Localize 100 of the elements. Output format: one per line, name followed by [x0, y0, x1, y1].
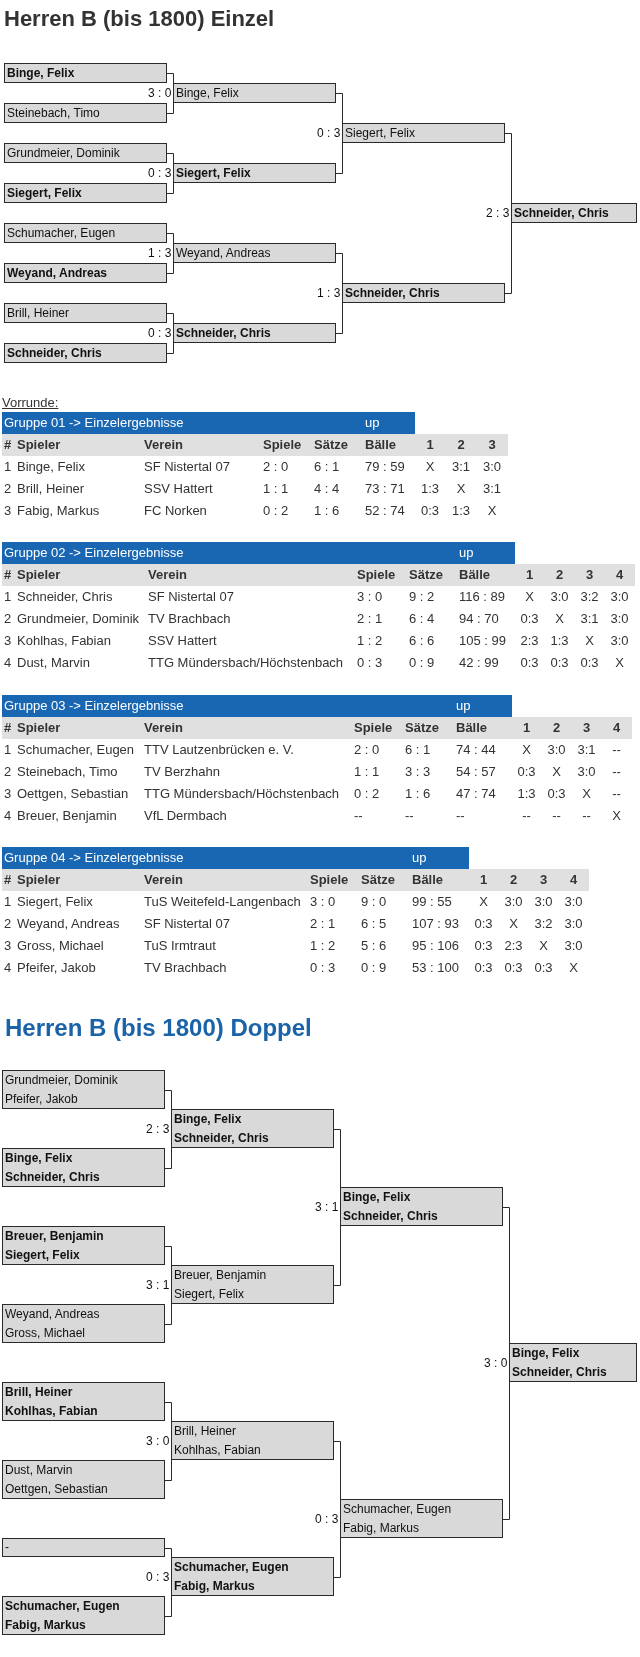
match-result: X — [456, 481, 466, 496]
rank-number: 3 — [4, 786, 12, 801]
match-result: -- — [582, 808, 591, 823]
column-header: Verein — [144, 872, 184, 887]
player-name: Pfeifer, Jakob — [17, 960, 96, 975]
match-score: 3 : 0 — [484, 1355, 508, 1371]
sets-score: 9 : 2 — [409, 589, 435, 604]
column-header: # — [4, 567, 12, 582]
match-result: 0:3 — [550, 655, 569, 670]
club-name: VfL Dermbach — [144, 808, 227, 823]
match-result: 3:0 — [610, 589, 629, 604]
player-name: Schneider, Chris — [343, 1207, 438, 1225]
match-result: -- — [612, 742, 621, 757]
games-score: 0 : 2 — [354, 786, 380, 801]
bracket-slot — [340, 1499, 503, 1538]
player-name: Binge, Felix — [343, 1189, 411, 1206]
player-name: Brill, Heiner — [7, 305, 69, 322]
match-score: 0 : 3 — [146, 1569, 170, 1585]
match-result: -- — [522, 808, 531, 823]
sets-score: 1 : 6 — [405, 786, 431, 801]
bracket-line — [504, 222, 512, 294]
bracket-slot — [2, 1304, 165, 1343]
column-header: 4 — [615, 567, 624, 582]
column-header: 2 — [457, 437, 465, 452]
player-name: Grundmeier, Dominik — [5, 1072, 118, 1089]
column-header: Spiele — [354, 720, 393, 735]
sets-score: 6 : 5 — [361, 916, 387, 931]
column-header: # — [4, 720, 12, 735]
column-header: Sätze — [361, 872, 395, 887]
bracket-slot — [173, 163, 336, 183]
games-score: 2 : 1 — [357, 611, 383, 626]
player-name: Schumacher, Eugen — [7, 225, 116, 242]
match-result: -- — [612, 786, 621, 801]
match-result: 3:0 — [482, 459, 502, 474]
player-name: Breuer, Benjamin — [174, 1267, 267, 1284]
player-name: Breuer, Benjamin — [17, 808, 117, 823]
match-result: 1:3 — [420, 481, 440, 496]
bracket-line — [164, 1402, 172, 1422]
games-score: 0 : 2 — [263, 503, 289, 518]
player-name: Steinebach, Timo — [17, 764, 118, 779]
column-header: 2 — [555, 567, 564, 582]
bracket-line — [504, 133, 512, 204]
club-name: SSV Hattert — [144, 481, 213, 496]
match-result: 3:0 — [564, 938, 583, 953]
player-name: Schumacher, Eugen — [343, 1501, 452, 1518]
group-title: Gruppe 03 -> Einzelergebnisse — [4, 698, 184, 713]
column-header: Sätze — [314, 437, 348, 452]
bracket-line — [164, 1548, 172, 1558]
match-result: 3:1 — [451, 459, 471, 474]
games-score: 2 : 0 — [263, 459, 289, 474]
group-title: Gruppe 02 -> Einzelergebnisse — [4, 545, 184, 560]
match-result: X — [555, 611, 564, 626]
player-name: Binge, Felix — [174, 1111, 242, 1128]
player-name: Binge, Felix — [176, 85, 239, 102]
match-result: 3:0 — [550, 589, 569, 604]
player-name: Dust, Marvin — [17, 655, 90, 670]
player-name: Kohlhas, Fabian — [5, 1402, 98, 1420]
player-name: Kohlhas, Fabian — [17, 633, 111, 648]
match-result: 3:0 — [610, 611, 629, 626]
player-name: Schumacher, Eugen — [17, 742, 135, 757]
column-header: 3 — [585, 567, 594, 582]
sets-score: 5 : 6 — [361, 938, 387, 953]
match-result: 0:3 — [547, 786, 566, 801]
player-name: Brill, Heiner — [174, 1423, 236, 1440]
player-name: Brill, Heiner — [5, 1384, 73, 1401]
column-header: # — [4, 872, 12, 887]
match-result: X — [487, 503, 497, 518]
bracket-slot — [509, 1343, 637, 1382]
match-score: 0 : 3 — [317, 125, 341, 141]
player-name: Schneider, Chris — [514, 205, 609, 222]
club-name: TV Brachbach — [148, 611, 231, 626]
match-result: 0:3 — [474, 938, 493, 953]
column-header: Spiele — [310, 872, 349, 887]
player-name: Grundmeier, Dominik — [17, 611, 140, 626]
bracket-line — [333, 1441, 341, 1500]
club-name: SF Nistertal 07 — [148, 589, 234, 604]
player-name: Pfeifer, Jakob — [5, 1090, 78, 1108]
column-header: Bälle — [459, 567, 491, 582]
player-name: Breuer, Benjamin — [5, 1228, 104, 1245]
player-name: Weyand, Andreas — [17, 916, 120, 931]
player-name: Siegert, Felix — [7, 185, 82, 202]
match-result: -- — [552, 808, 561, 823]
match-result: 3:0 — [534, 894, 553, 909]
balls-score: 99 : 55 — [412, 894, 452, 909]
sets-score: 6 : 1 — [314, 459, 340, 474]
player-name: Schneider, Chris — [5, 1168, 100, 1186]
column-header: Sätze — [409, 567, 443, 582]
column-header: Verein — [148, 567, 188, 582]
group-title: Gruppe 04 -> Einzelergebnisse — [4, 850, 184, 865]
player-name: Siegert, Felix — [345, 125, 416, 142]
player-name: Fabig, Markus — [343, 1519, 420, 1537]
match-result: 3:0 — [547, 742, 566, 757]
rank-number: 1 — [4, 589, 12, 604]
match-result: X — [569, 960, 578, 975]
column-header: 3 — [582, 720, 591, 735]
club-name: TTG Mündersbach/Höchstenbach — [148, 655, 344, 670]
bracket-slot — [2, 1226, 165, 1265]
rank-number: 3 — [4, 633, 12, 648]
club-name: TuS Irmtraut — [144, 938, 216, 953]
player-name: Fabig, Markus — [174, 1577, 255, 1595]
